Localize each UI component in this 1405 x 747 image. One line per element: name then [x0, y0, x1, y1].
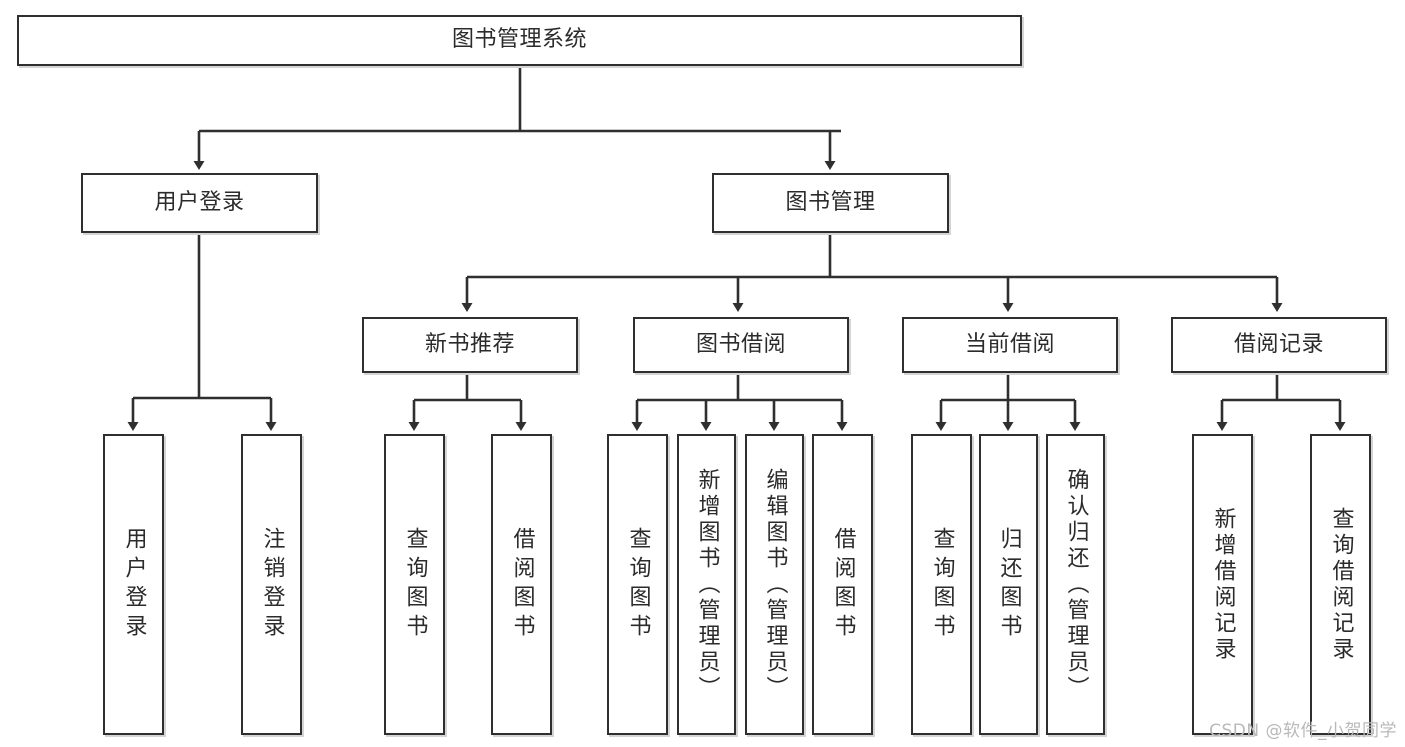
leaf-borrow-record-add-record[interactable]: 新增借阅记录 [1192, 434, 1253, 735]
leaf-label: 查询图书 [625, 526, 651, 643]
leaf-label: 查询借阅记录 [1328, 506, 1354, 663]
leaf-current-borrow-query-book[interactable]: 查询图书 [911, 434, 972, 735]
node-label: 当前借阅 [964, 331, 1055, 357]
leaf-label: 借阅图书 [509, 526, 535, 643]
node-label: 图书借阅 [695, 331, 786, 357]
leaf-label: 确认归还（管理员） [1063, 467, 1089, 702]
node-borrow-record[interactable]: 借阅记录 [1171, 317, 1387, 373]
leaf-book-borrow-add-book-admin[interactable]: 新增图书（管理员） [677, 434, 736, 735]
node-label: 借阅记录 [1233, 331, 1324, 357]
leaf-label: 注销登录 [259, 526, 285, 643]
leaf-new-book-query-book[interactable]: 查询图书 [384, 434, 445, 735]
node-label: 新书推荐 [424, 331, 515, 357]
leaf-label: 用户登录 [121, 526, 147, 643]
leaf-label: 新增图书（管理员） [694, 467, 720, 702]
node-book-management[interactable]: 图书管理 [712, 173, 949, 233]
leaf-label: 查询图书 [929, 526, 955, 643]
node-current-borrow[interactable]: 当前借阅 [902, 317, 1118, 373]
leaf-borrow-record-query-record[interactable]: 查询借阅记录 [1310, 434, 1371, 735]
node-root-book-management-system[interactable]: 图书管理系统 [17, 15, 1022, 66]
leaf-user-login-login[interactable]: 用户登录 [103, 434, 164, 735]
leaf-book-borrow-borrow-book[interactable]: 借阅图书 [812, 434, 873, 735]
watermark: CSDN @软件_小贺同学 [1209, 721, 1397, 741]
node-label: 图书管理系统 [451, 27, 587, 53]
leaf-label: 借阅图书 [830, 526, 856, 643]
leaf-current-borrow-return-book[interactable]: 归还图书 [979, 434, 1038, 735]
leaf-label: 编辑图书（管理员） [762, 467, 788, 702]
leaf-book-borrow-edit-book-admin[interactable]: 编辑图书（管理员） [745, 434, 804, 735]
leaf-label: 查询图书 [402, 526, 428, 643]
node-label: 用户登录 [154, 189, 245, 215]
leaf-book-borrow-query-book[interactable]: 查询图书 [607, 434, 668, 735]
leaf-new-book-borrow-book[interactable]: 借阅图书 [491, 434, 552, 735]
leaf-label: 新增借阅记录 [1210, 506, 1236, 663]
leaf-current-borrow-confirm-return-admin[interactable]: 确认归还（管理员） [1046, 434, 1105, 735]
node-label: 图书管理 [785, 189, 876, 215]
node-new-book-recommend[interactable]: 新书推荐 [362, 317, 578, 373]
leaf-label: 归还图书 [996, 526, 1022, 643]
node-book-borrow[interactable]: 图书借阅 [633, 317, 849, 373]
node-user-login[interactable]: 用户登录 [81, 173, 318, 233]
leaf-user-login-logout[interactable]: 注销登录 [241, 434, 302, 735]
